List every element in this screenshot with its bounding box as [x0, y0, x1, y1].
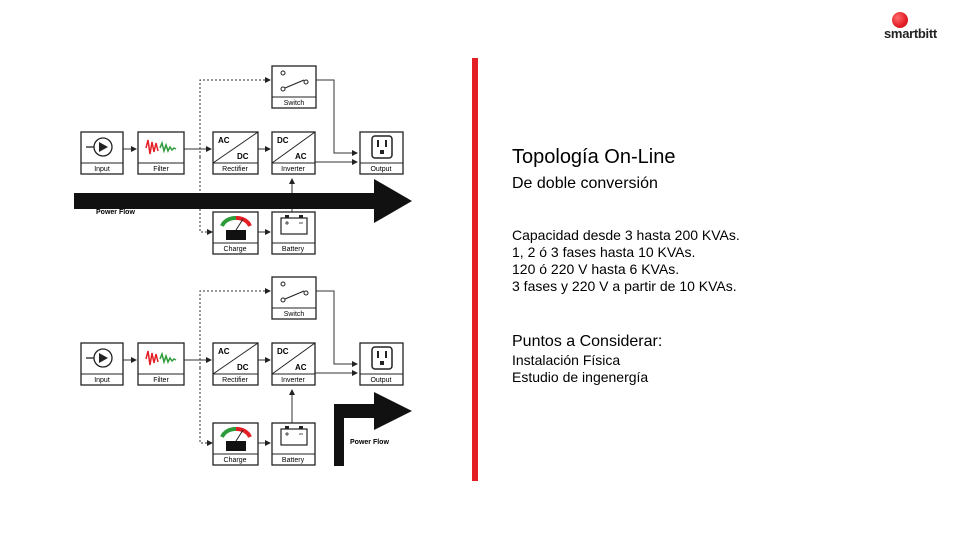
battery-label: Battery [282, 457, 305, 464]
inverter-ac-label: AC [295, 152, 307, 161]
input-label: Input [94, 166, 110, 173]
logo-mark-icon [892, 12, 908, 28]
filter-label: Filter [153, 166, 169, 173]
charge-label: Charge [224, 457, 247, 464]
rectifier-dc-label: DC [237, 363, 249, 372]
smartbitt-logo: smartbitt [882, 8, 954, 44]
bottom-block-labels: Input Filter Rectifier Inverter Output S… [94, 311, 391, 464]
input-label: Input [94, 377, 110, 384]
inverter-label: Inverter [281, 377, 305, 384]
rectifier-ac-label: AC [218, 347, 230, 356]
page-title: Topología On-Line [512, 146, 676, 168]
switch-label: Switch [284, 100, 305, 107]
spec-item: 120 ó 220 V hasta 6 KVAs. [512, 261, 680, 277]
points-list: Instalación Física Estudio de ingenergía [512, 352, 648, 386]
battery-label: Battery [282, 246, 305, 253]
points-heading: Puntos a Considerar: [512, 333, 663, 350]
power-flow-label-top: Power Flow [96, 209, 135, 216]
spec-item: 3 fases y 220 V a partir de 10 KVAs. [512, 278, 737, 294]
point-item: Estudio de ingenergía [512, 369, 649, 385]
rectifier-dc-label: DC [237, 152, 249, 161]
rectifier-ac-label: AC [218, 136, 230, 145]
charge-label: Charge [224, 246, 247, 253]
logo-text: smartbitt [884, 26, 937, 41]
accent-divider [472, 58, 478, 481]
power-flow-arrow-top [74, 179, 412, 223]
inverter-dc-label: DC [277, 136, 289, 145]
filter-label: Filter [153, 377, 169, 384]
spec-item: Capacidad desde 3 hasta 200 KVAs. [512, 227, 740, 243]
output-label: Output [370, 377, 391, 384]
top-block-labels: Input Filter Rectifier Inverter Output S… [94, 100, 391, 253]
output-label: Output [370, 166, 391, 173]
inverter-label: Inverter [281, 166, 305, 173]
power-flow-arrow-bottom [334, 392, 412, 466]
inverter-dc-label: DC [277, 347, 289, 356]
power-flow-label-bottom: Power Flow [350, 439, 389, 446]
rectifier-label: Rectifier [222, 166, 248, 173]
switch-label: Switch [284, 311, 305, 318]
point-item: Instalación Física [512, 352, 621, 368]
ups-topology-diagram: Input Filter Rectifier Inverter Output S… [74, 0, 412, 540]
inverter-ac-label: AC [295, 363, 307, 372]
rectifier-label: Rectifier [222, 377, 248, 384]
spec-item: 1, 2 ó 3 fases hasta 10 KVAs. [512, 244, 696, 260]
specs-list: Capacidad desde 3 hasta 200 KVAs. 1, 2 ó… [512, 227, 740, 295]
page-subtitle: De doble conversión [512, 175, 658, 192]
